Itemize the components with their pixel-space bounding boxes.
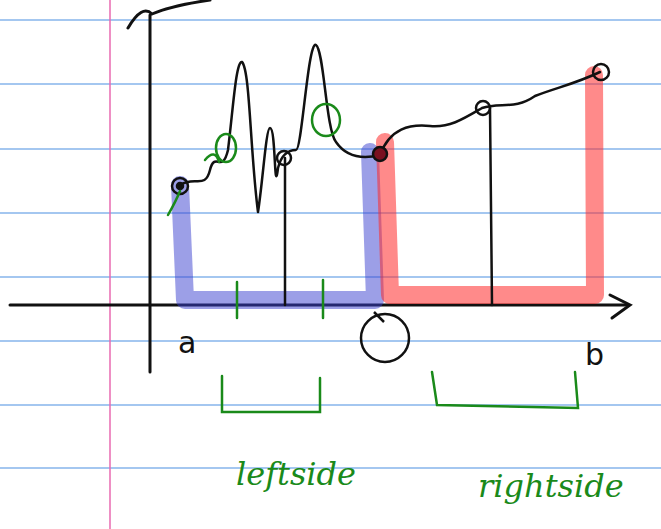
- handwritten-note: rightside: [478, 470, 624, 502]
- endpoint-label: b: [585, 340, 604, 370]
- endpoint-label: a: [178, 328, 196, 358]
- axes: [10, 0, 630, 372]
- margin-line: [109, 0, 111, 529]
- ruled-lines: [0, 20, 661, 468]
- green-marks: [168, 104, 578, 412]
- handwritten-note: leftside: [236, 458, 356, 490]
- sample-points: [172, 64, 609, 362]
- function-curve: [180, 45, 600, 305]
